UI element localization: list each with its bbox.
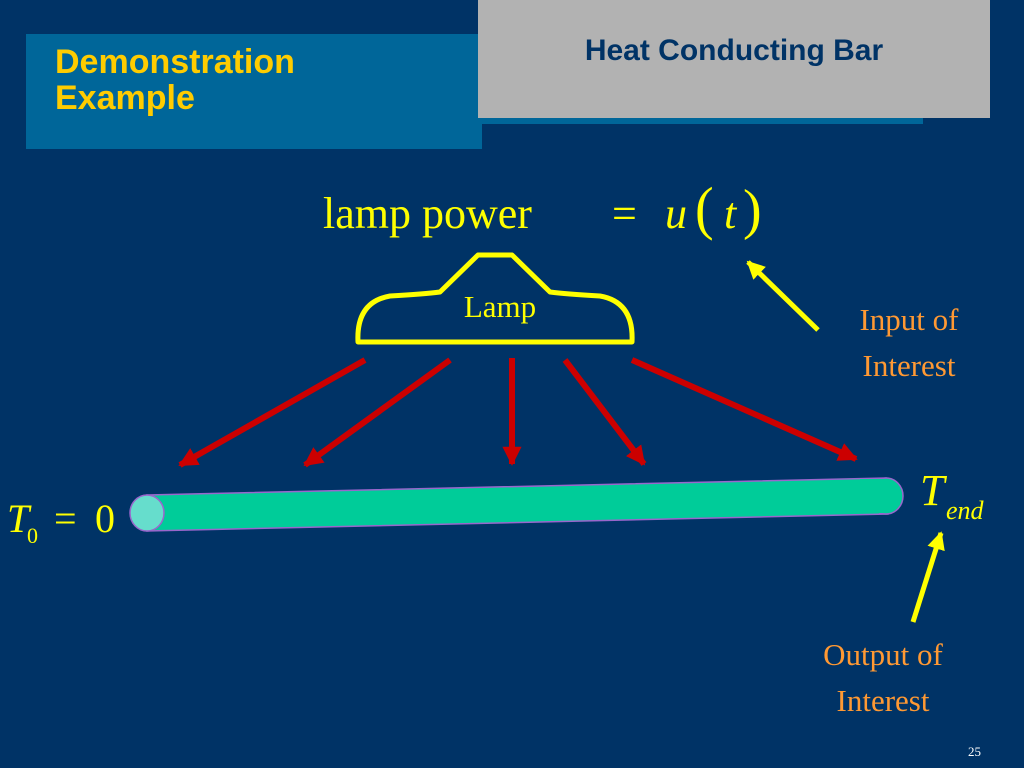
- tend-subscript: end: [946, 496, 985, 525]
- t0-value: 0: [95, 496, 115, 541]
- bar-right-cover: [860, 479, 886, 513]
- output-label-line-1: Output of: [823, 637, 943, 672]
- equation-function: u: [665, 189, 687, 238]
- slide-title: Demonstration Example: [55, 44, 295, 116]
- lamp-shape: [355, 252, 635, 345]
- t0-subscript: 0: [27, 523, 38, 548]
- bar-left-end: [129, 494, 165, 532]
- output-pointer-arrow: [910, 531, 945, 623]
- page-number: 25: [968, 744, 981, 759]
- input-label-line-1: Input of: [859, 302, 959, 337]
- input-of-interest-label: Input of Interest: [834, 297, 984, 389]
- equation-close-paren: ): [743, 179, 762, 241]
- output-of-interest-label: Output of Interest: [800, 632, 966, 724]
- input-pointer-arrow: [746, 260, 820, 332]
- equation-equals: =: [612, 189, 637, 238]
- heat-ray-4: [562, 358, 647, 466]
- input-label-line-2: Interest: [862, 348, 956, 383]
- heat-bar: [146, 477, 889, 532]
- heading-box: [478, 0, 990, 118]
- heat-ray-2: [303, 357, 452, 468]
- equation-lhs: lamp power: [323, 189, 532, 238]
- title-line-2: Example: [55, 79, 195, 117]
- tend-symbol: T: [920, 466, 948, 515]
- heat-ray-5: [630, 357, 858, 462]
- t0-equals: =: [54, 496, 77, 541]
- equation-open-paren: (: [695, 177, 714, 242]
- slide-heading: Heat Conducting Bar: [584, 34, 884, 67]
- t0-symbol: T: [7, 496, 32, 541]
- title-line-1: Demonstration: [55, 43, 295, 81]
- equation-argument: t: [724, 189, 738, 238]
- title-box: [26, 34, 482, 149]
- output-label-line-2: Interest: [836, 683, 930, 718]
- heat-ray-1: [178, 357, 367, 468]
- lamp-label: Lamp: [464, 289, 536, 324]
